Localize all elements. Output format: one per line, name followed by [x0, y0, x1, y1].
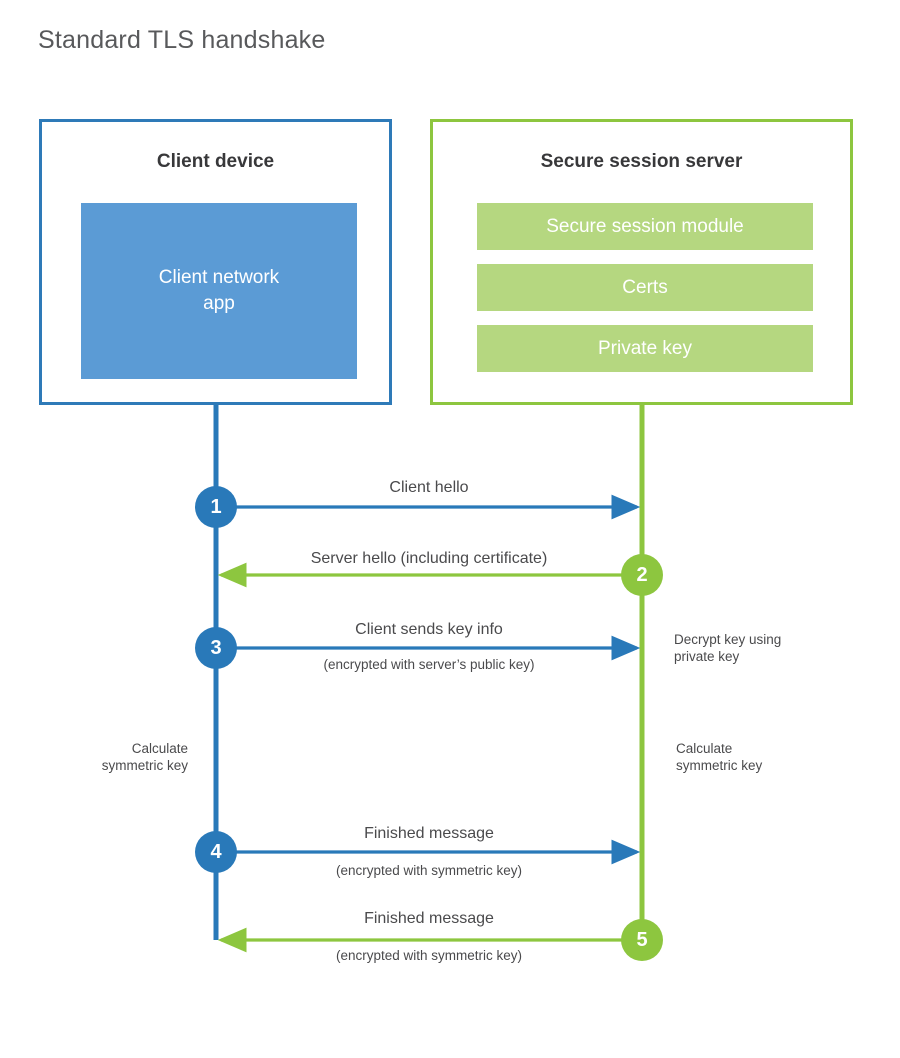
- step-3-sublabel: (encrypted with server’s public key): [323, 657, 535, 672]
- step-1-label: Client hello: [389, 479, 469, 496]
- annotation-calculate-symmetric-key-client: Calculate symmetric key: [101, 741, 188, 773]
- step-3-circle[interactable]: 3: [195, 627, 237, 669]
- step-4-label: Finished message: [364, 825, 494, 842]
- step-4-sublabel: (encrypted with symmetric key): [335, 863, 523, 878]
- secure-session-server-title: Secure session server: [540, 151, 743, 172]
- step-5-sublabel: (encrypted with symmetric key): [335, 948, 523, 963]
- annotation-calculate-symmetric-key-server: Calculate symmetric key: [676, 741, 763, 773]
- step-2-circle[interactable]: 2: [621, 554, 663, 596]
- client-network-app-label: Client network app: [159, 265, 279, 317]
- step-2-label: Server hello (including certificate): [310, 550, 548, 567]
- annotation-decrypt-key: Decrypt key using private key: [674, 632, 782, 664]
- step-5-circle[interactable]: 5: [621, 919, 663, 961]
- server-block-certs: Certs: [477, 264, 813, 311]
- page-title: Standard TLS handshake: [38, 26, 326, 54]
- client-device-box: Client device Client network app: [39, 119, 392, 405]
- step-1-circle[interactable]: 1: [195, 486, 237, 528]
- client-app-line-1: Client network: [158, 267, 280, 288]
- step-3-label: Client sends key info: [355, 621, 503, 638]
- client-device-title: Client device: [156, 151, 275, 172]
- step-4-circle[interactable]: 4: [195, 831, 237, 873]
- server-block-private-key: Private key: [477, 325, 813, 372]
- step-5-label: Finished message: [364, 910, 494, 927]
- client-network-app-block: Client network app: [81, 203, 357, 379]
- secure-session-server-box: Secure session server Secure session mod…: [430, 119, 853, 405]
- client-app-line-2: app: [203, 293, 235, 314]
- server-block-secure-session-module: Secure session module: [477, 203, 813, 250]
